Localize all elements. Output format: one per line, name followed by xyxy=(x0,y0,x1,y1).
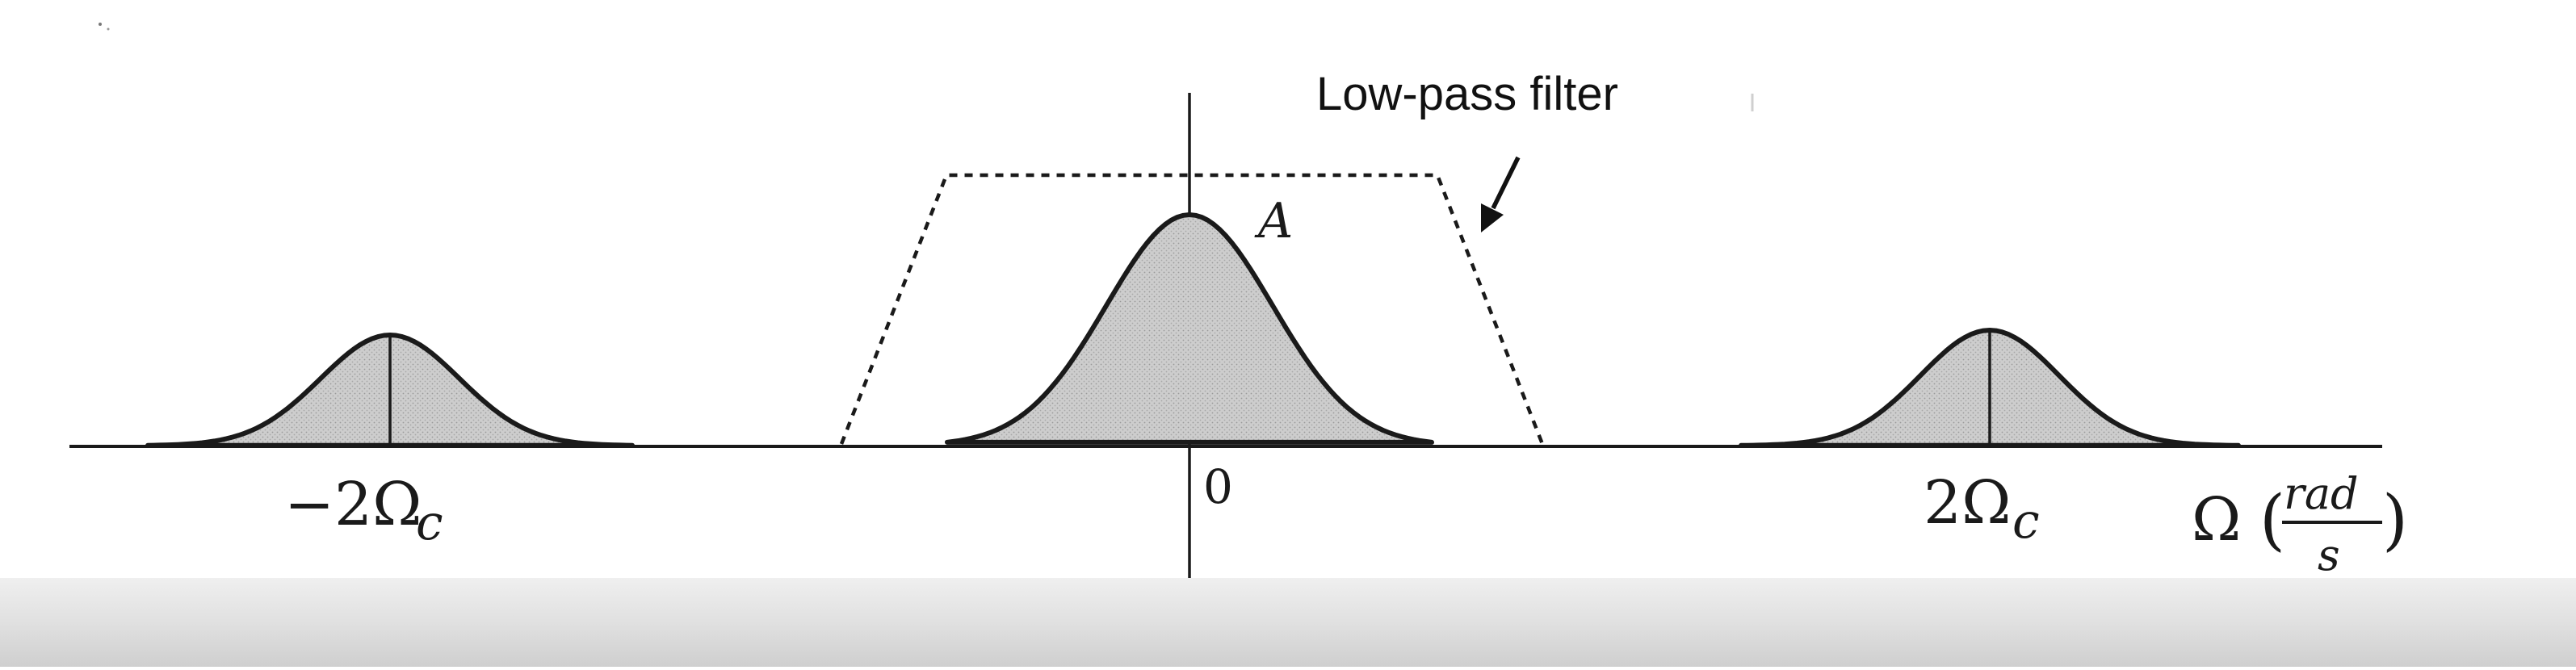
axis-unit-label: Ω ( rad s ) xyxy=(2192,468,2408,580)
tick-label-right-main: 2Ω xyxy=(1924,468,2011,538)
tick-label-right: 2Ω c xyxy=(1924,468,2040,550)
bottom-shadow-band xyxy=(0,578,2576,667)
origin-label: 0 xyxy=(1203,459,1233,514)
low-pass-filter-outline xyxy=(839,173,1545,445)
filter-label: Low-pass filter xyxy=(1316,68,1618,120)
peak-label: A xyxy=(1254,193,1293,249)
tick-label-left: −2Ω c xyxy=(284,470,443,551)
filter-arrow-head-icon xyxy=(1481,203,1504,232)
axis-unit-numerator: rad xyxy=(2284,468,2359,519)
axis-unit-denominator: s xyxy=(2318,530,2340,580)
axis-open-paren: ( xyxy=(2259,482,2285,559)
filter-arrow-shaft xyxy=(1491,156,1521,210)
scan-speck xyxy=(107,27,110,31)
axis-symbol: Ω xyxy=(2192,485,2241,555)
tick-label-left-main: −2Ω xyxy=(284,470,422,539)
axis-close-paren: ) xyxy=(2382,482,2408,559)
tick-label-right-subscript: c xyxy=(2012,493,2040,550)
scan-speck xyxy=(99,23,102,26)
tick-label-left-subscript: c xyxy=(416,495,443,551)
spectral-baseband xyxy=(945,212,1434,445)
